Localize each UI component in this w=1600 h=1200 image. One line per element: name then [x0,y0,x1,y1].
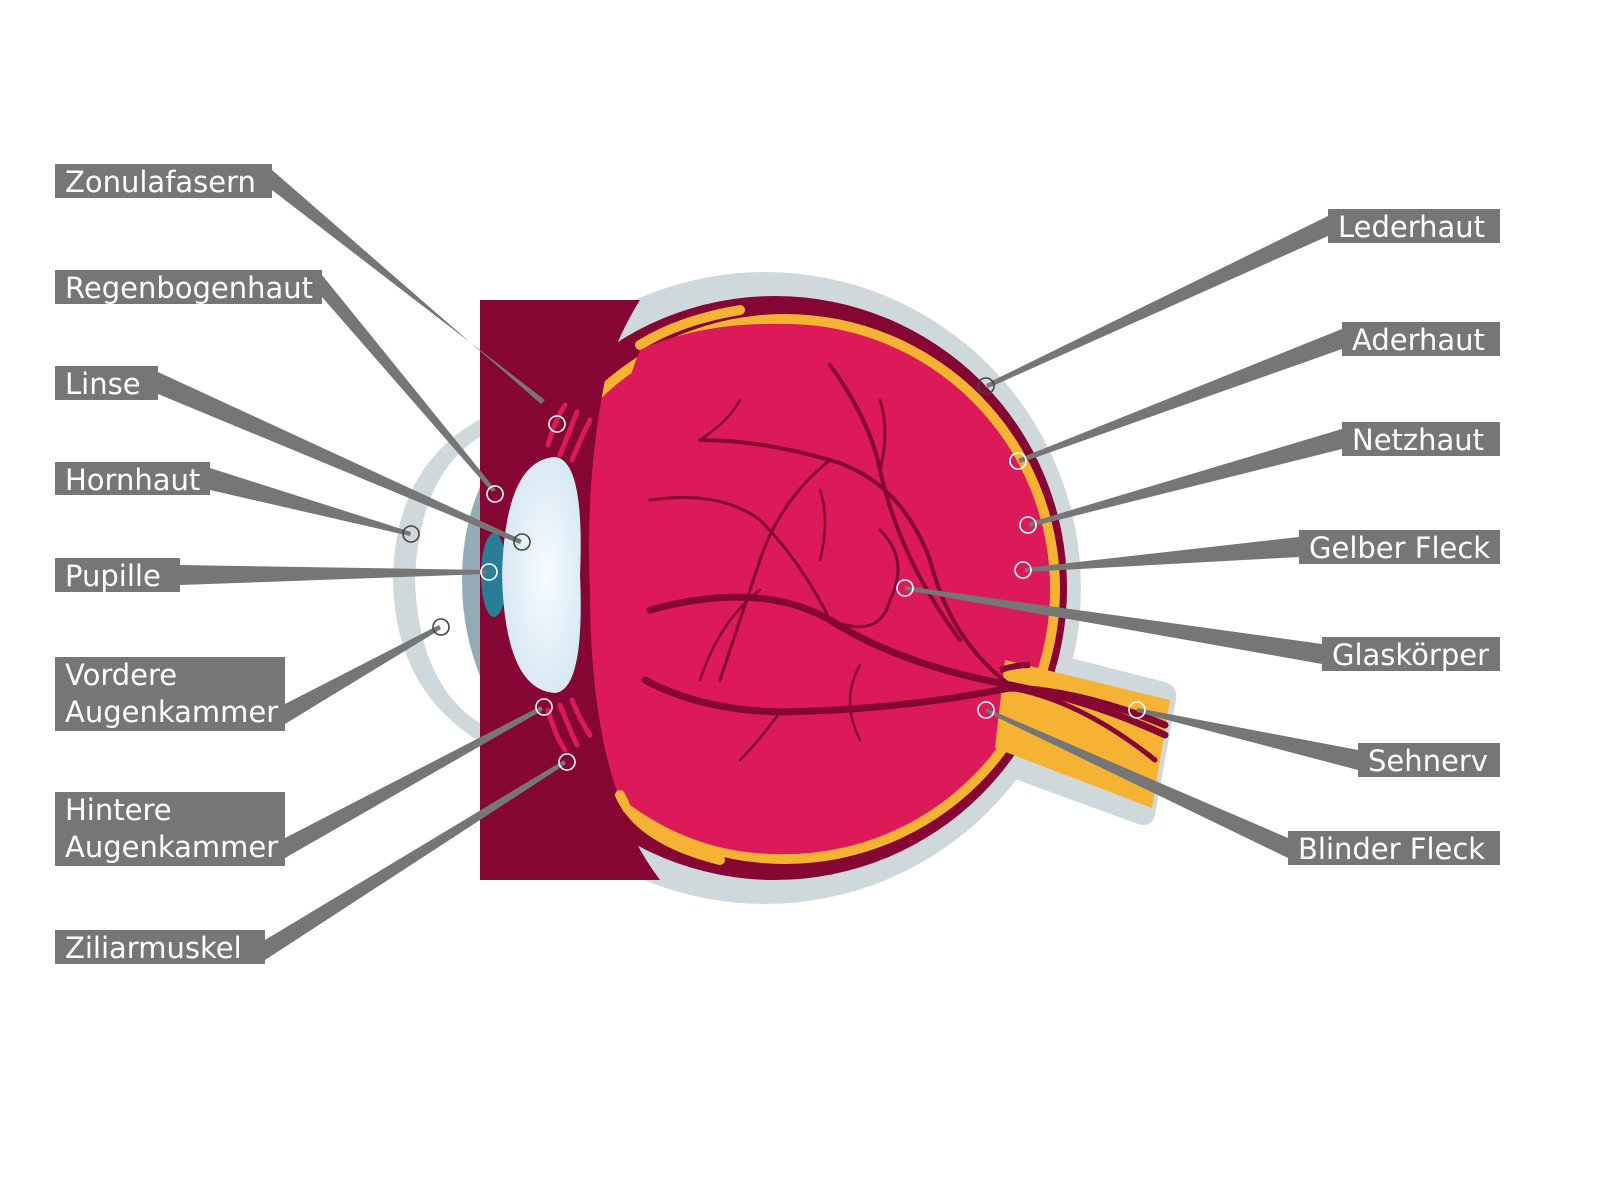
label-linse: Linse [55,366,158,401]
marker-netzhaut [1019,516,1037,534]
leader-lines [158,170,1358,960]
marker-vordere-augenkammer [432,618,450,636]
label-vordere-augenkammer: Vordere Augenkammer [55,657,285,731]
marker-pupille [480,563,498,581]
label-glaskoerper: Glaskörper [1322,637,1500,672]
marker-lederhaut [977,377,995,395]
blood-vessels [641,363,1169,763]
lens [502,457,581,693]
label-blinder-fleck: Blinder Fleck [1288,831,1500,866]
marker-hornhaut [402,525,420,543]
pupil [481,533,507,617]
marker-ziliarmuskel [558,753,576,771]
marker-linse [513,533,531,551]
label-hintere-augenkammer: Hintere Augenkammer [55,792,285,866]
label-line: Augenkammer [65,830,279,864]
marker-gelber-fleck [1014,561,1032,579]
vitreous-body [598,323,1050,855]
marker-sehnerv [1128,701,1146,719]
label-line: Vordere [65,658,178,692]
label-sehnerv: Sehnerv [1358,743,1500,778]
label-line: Hintere [65,793,172,827]
marker-regenbogenhaut [486,485,504,503]
marker-zonulafasern [548,415,566,433]
label-hornhaut: Hornhaut [55,462,210,497]
label-lederhaut: Lederhaut [1328,209,1500,244]
label-zonulafasern: Zonulafasern [55,164,272,199]
label-line: Augenkammer [65,695,279,729]
label-pupille: Pupille [55,558,180,593]
marker-hintere-augenkammer [535,698,553,716]
label-netzhaut: Netzhaut [1342,422,1500,457]
label-gelber-fleck: Gelber Fleck [1299,530,1500,565]
marker-glaskoerper [896,579,914,597]
markers [402,377,1146,771]
label-aderhaut: Aderhaut [1342,322,1500,357]
marker-aderhaut [1009,452,1027,470]
label-regenbogenhaut: Regenbogenhaut [55,270,322,305]
label-ziliarmuskel: Ziliarmuskel [55,930,265,965]
marker-blinder-fleck [977,701,995,719]
